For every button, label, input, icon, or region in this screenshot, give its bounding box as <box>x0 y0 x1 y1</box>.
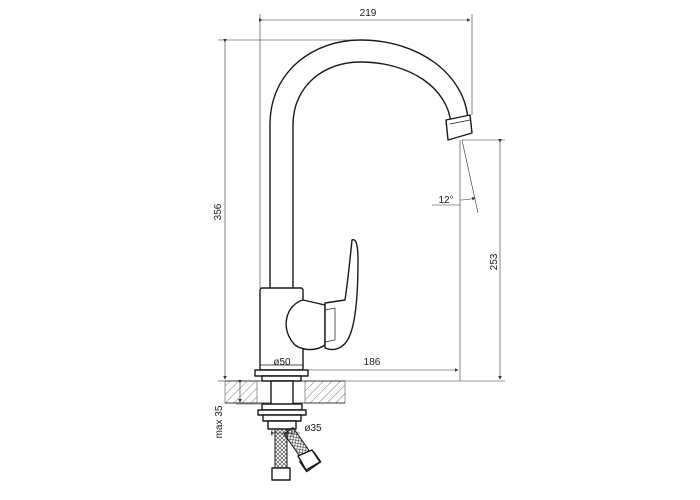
faucet-body <box>259 287 326 371</box>
dim-overall-height: 356 <box>213 39 360 382</box>
dim-label-max-thickness: max 35 <box>214 405 225 438</box>
dim-label-angle: 12° <box>438 195 453 206</box>
dim-shank-diameter: ø35 <box>271 423 322 436</box>
lever-handle <box>324 238 359 351</box>
dim-label-253: 253 <box>489 253 500 270</box>
dim-overall-width: 219 <box>259 8 473 288</box>
base-flange <box>254 369 309 382</box>
dim-label-356: 356 <box>213 203 224 220</box>
dim-label-186: 186 <box>364 357 381 368</box>
dim-label-shank-diameter: ø35 <box>304 423 322 434</box>
supply-hoses <box>271 426 322 481</box>
dim-label-base-diameter: ø50 <box>273 357 291 368</box>
spout <box>269 39 473 291</box>
dim-base-diameter: ø50 <box>273 357 291 368</box>
dim-label-219: 219 <box>360 8 377 19</box>
dim-spout-height: 253 <box>345 139 505 382</box>
aerator-tip <box>445 114 473 141</box>
mounting-shank <box>257 380 307 430</box>
dim-spout-angle: 12° <box>432 195 476 206</box>
countertop-section <box>224 380 346 404</box>
dim-reach: 186 <box>281 357 459 372</box>
dim-max-thickness: max 35 <box>214 380 262 438</box>
